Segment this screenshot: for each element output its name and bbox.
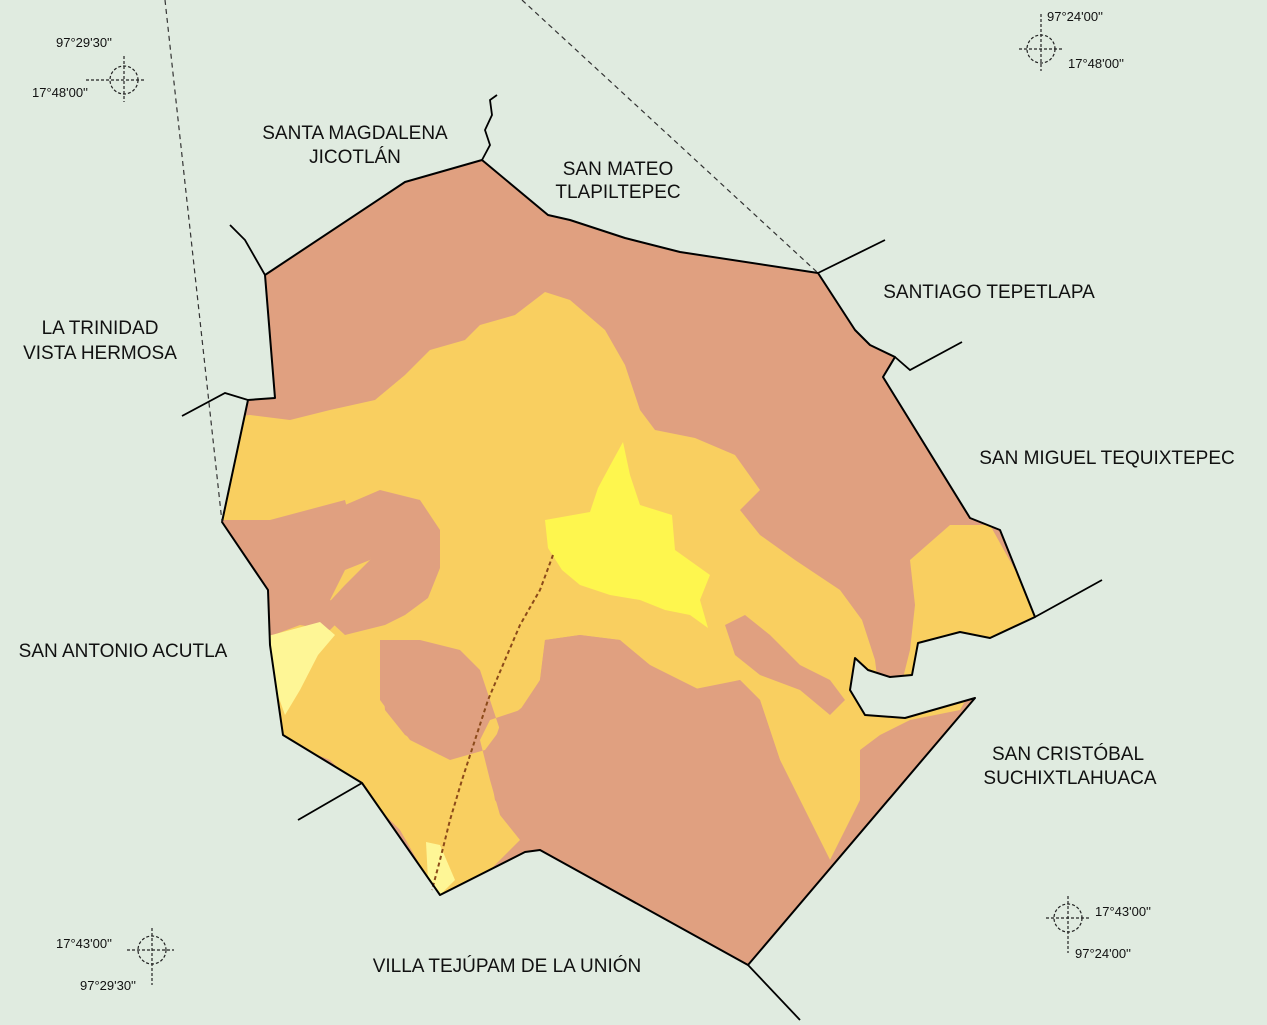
coord-top-right-lon: 97°24'00'' [1047, 9, 1103, 24]
coord-bottom-left-lon: 97°29'30'' [80, 978, 136, 993]
label-san-cristobal-2: SUCHIXTLAHUACA [983, 768, 1156, 789]
zone-brown-bay [380, 645, 480, 755]
zone-brown-south [488, 635, 830, 965]
zone-brown-lobe [320, 490, 440, 635]
coord-top-right-lat: 17°48'00'' [1068, 56, 1124, 71]
coordinate-marker-top-left [86, 56, 146, 102]
label-san-cristobal-1: SAN CRISTÓBAL [992, 743, 1144, 765]
neighbor-boundaries [181, 94, 1103, 1021]
coordinate-marker-bottom-right [1046, 896, 1090, 953]
label-la-trinidad-2: VISTA HERMOSA [23, 343, 177, 364]
municipality-boundary [221, 159, 1036, 966]
label-la-trinidad-1: LA TRINIDAD [42, 318, 159, 339]
label-san-mateo-1: SAN MATEO [563, 159, 674, 180]
label-san-mateo-2: TLAPILTEPEC [555, 182, 680, 203]
dashed-boundary-west [164, 0, 223, 523]
stream-path [431, 554, 554, 891]
label-santiago-tepetlapa: SANTIAGO TEPETLAPA [883, 282, 1095, 303]
label-villa-tejupam: VILLA TEJÚPAM DE LA UNIÓN [373, 955, 642, 977]
zone-yellow [545, 442, 710, 628]
coordinate-marker-bottom-left [127, 928, 174, 985]
coord-bottom-right-lon: 97°24'00'' [1075, 946, 1131, 961]
label-santa-magdalena-2: JICOTLÁN [309, 147, 401, 168]
label-san-miguel: SAN MIGUEL TEQUIXTEPEC [979, 448, 1235, 469]
coordinate-marker-top-right [1019, 14, 1063, 71]
dashed-boundary-north [521, 0, 819, 274]
label-san-antonio: SAN ANTONIO ACUTLA [19, 641, 228, 662]
coord-bottom-right-lat: 17°43'00'' [1095, 904, 1151, 919]
coord-bottom-left-lat: 17°43'00'' [56, 936, 112, 951]
coord-top-left-lon: 97°29'30'' [56, 35, 112, 50]
label-santa-magdalena-1: SANTA MAGDALENA [262, 123, 448, 144]
coord-top-left-lat: 17°48'00'' [32, 85, 88, 100]
zone-pale-south [426, 842, 455, 895]
zone-pale-west [268, 622, 335, 715]
zone-brown-east-lobe [725, 615, 845, 715]
